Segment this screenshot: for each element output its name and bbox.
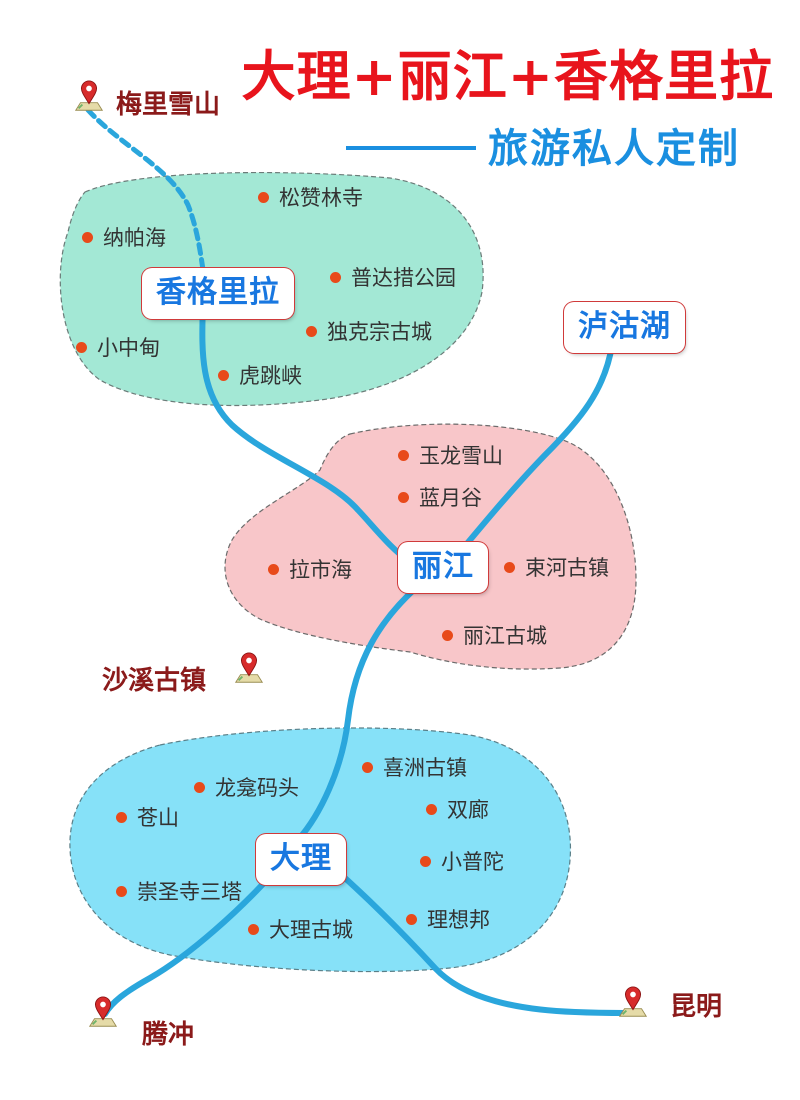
spot-dot: [306, 325, 317, 337]
city-label-shaxi: 沙溪古镇: [102, 666, 207, 696]
spot-napahai: 纳帕海: [82, 222, 166, 252]
spot-label: 纳帕海: [103, 226, 166, 250]
spot-label: 拉市海: [289, 558, 352, 582]
spot-lixiangbang: 理想邦: [406, 904, 490, 934]
spot-dot: [398, 491, 409, 503]
spot-lashihai: 拉市海: [268, 554, 352, 584]
spot-label: 普达措公园: [351, 266, 456, 290]
spot-dot: [268, 563, 279, 575]
spot-dot: [442, 629, 453, 641]
location-pin-icon-meili: [72, 80, 106, 114]
location-pin-icon-shaxi: [232, 652, 266, 686]
spot-shuanglang: 双廊: [426, 794, 489, 824]
hub-label-dali: 大理: [258, 836, 344, 883]
spot-dot: [194, 781, 205, 793]
spot-label: 龙龛码头: [215, 776, 299, 800]
spot-dot: [398, 449, 409, 461]
spot-label: 虎跳峡: [239, 364, 302, 388]
spot-dali-old-town: 大理古城: [248, 914, 353, 944]
location-pin-icon-kunming: [616, 986, 650, 1020]
subtitle-divider: [346, 146, 476, 150]
spot-label: 独克宗古城: [327, 320, 432, 344]
route-lijiang-dali: [295, 583, 421, 843]
route-lines: [85, 107, 628, 1017]
spot-dot: [218, 369, 229, 381]
map-subtitle: 旅游私人定制: [488, 126, 740, 172]
spot-cangshan: 苍山: [116, 802, 179, 832]
spot-shuhe: 束河古镇: [504, 552, 609, 582]
spot-label: 玉龙雪山: [419, 444, 503, 468]
spot-label: 大理古城: [269, 918, 353, 942]
spot-dot: [116, 885, 127, 897]
route-dali-kunming: [333, 867, 628, 1016]
route-lugu-lijiang: [457, 342, 615, 555]
spot-dot: [76, 341, 87, 353]
spot-label: 松赞林寺: [279, 186, 363, 210]
spot-label: 小普陀: [441, 850, 504, 874]
spot-label: 理想邦: [427, 908, 490, 932]
spot-label: 小中甸: [97, 336, 160, 360]
spot-xiaoputuo: 小普陀: [420, 846, 504, 876]
spot-dot: [248, 923, 259, 935]
spot-dot: [116, 811, 127, 823]
hub-label-lijiang: 丽江: [400, 544, 486, 591]
spot-dot: [504, 561, 515, 573]
route-meili-shangrila: [85, 107, 206, 273]
spot-dot: [362, 761, 373, 773]
spot-longkan: 龙龛码头: [194, 772, 299, 802]
spot-xiaozhongdian: 小中甸: [76, 332, 160, 362]
spot-label: 蓝月谷: [419, 486, 482, 510]
spot-label: 崇圣寺三塔: [137, 880, 242, 904]
city-label-meili: 梅里雪山: [116, 90, 221, 120]
spot-label: 苍山: [137, 806, 179, 830]
route-dali-tengchong: [102, 867, 279, 1017]
spot-dot: [426, 803, 437, 815]
spot-pudacuo: 普达措公园: [330, 262, 456, 292]
spot-yulong: 玉龙雪山: [398, 440, 503, 470]
spot-dot: [330, 271, 341, 283]
spot-label: 双廊: [447, 798, 489, 822]
spot-hutiaoxia: 虎跳峡: [218, 360, 302, 390]
spot-label: 喜洲古镇: [383, 756, 467, 780]
hub-label-lugu: 泸沽湖: [566, 304, 683, 351]
map-title: 大理+丽江+香格里拉: [241, 44, 774, 108]
spot-dot: [82, 231, 93, 243]
spot-dot: [420, 855, 431, 867]
route-shangrila-lijiang: [199, 297, 413, 565]
spot-songzanlin: 松赞林寺: [258, 182, 363, 212]
city-label-tengchong: 腾冲: [142, 1020, 195, 1050]
spot-lanyuegu: 蓝月谷: [398, 482, 482, 512]
spot-label: 束河古镇: [525, 556, 609, 580]
hub-label-shangrila: 香格里拉: [144, 270, 292, 317]
spot-xizhou: 喜洲古镇: [362, 752, 467, 782]
spot-dukezong: 独克宗古城: [306, 316, 432, 346]
spot-dot: [406, 913, 417, 925]
spot-chongsheng: 崇圣寺三塔: [116, 876, 242, 906]
spot-dot: [258, 191, 269, 203]
spot-lijiang-old-town: 丽江古城: [442, 620, 547, 650]
city-label-kunming: 昆明: [670, 992, 723, 1022]
spot-label: 丽江古城: [463, 624, 547, 648]
location-pin-icon-tengchong: [86, 996, 120, 1030]
